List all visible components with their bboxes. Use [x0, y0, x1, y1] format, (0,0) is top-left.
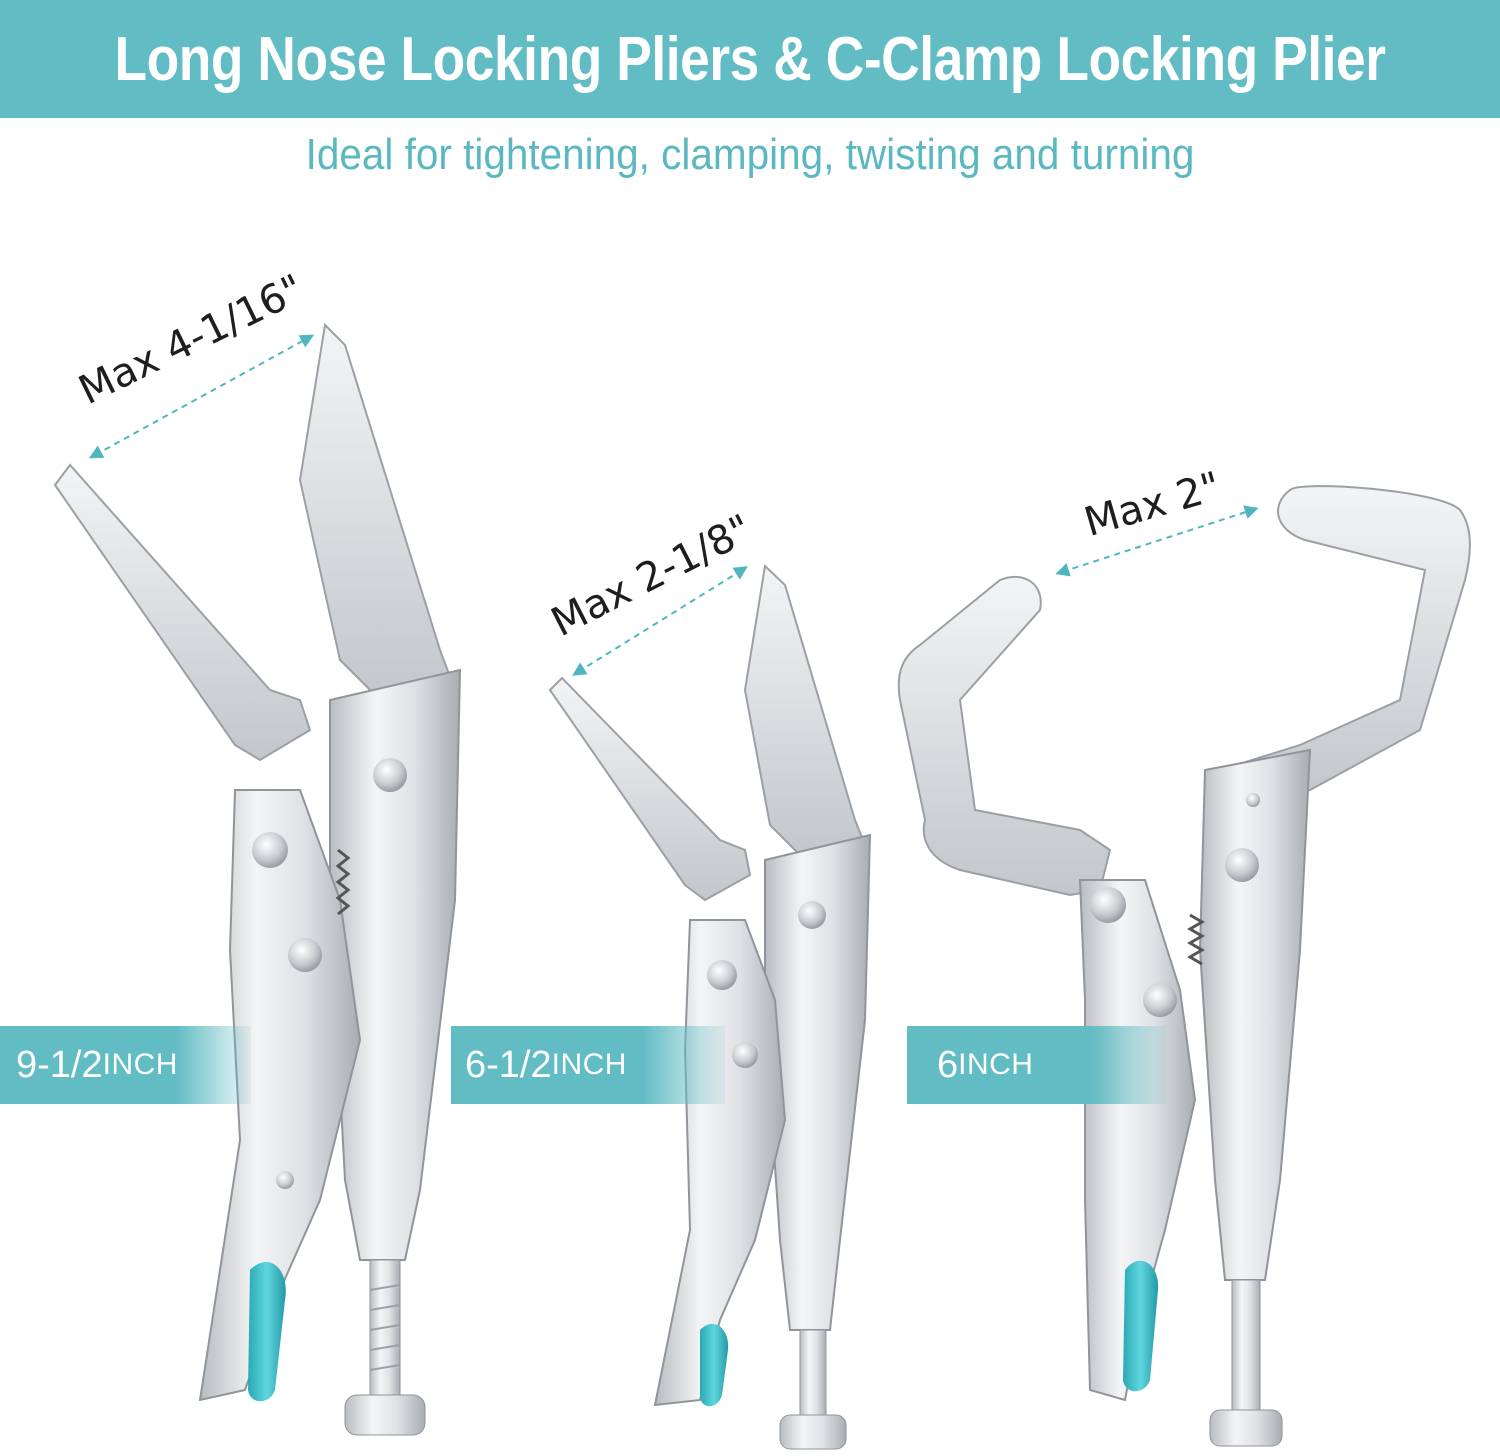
adjust-screw: [1231, 1279, 1261, 1421]
size-value: 6: [937, 1043, 959, 1086]
upper-jaw: [298, 322, 457, 702]
size-unit: INCH: [958, 1048, 1034, 1081]
release-lever-grip: [700, 1323, 729, 1407]
page-subtitle: Ideal for tightening, clamping, twisting…: [305, 130, 1195, 179]
size-unit: INCH: [102, 1048, 178, 1081]
page-title: Long Nose Locking Pliers & C-Clamp Locki…: [114, 24, 1386, 94]
adjust-knob: [344, 1394, 426, 1436]
release-lever-grip: [248, 1261, 286, 1402]
title-banner: Long Nose Locking Pliers & C-Clamp Locki…: [0, 0, 1500, 118]
lower-jaw: [53, 463, 312, 762]
fixed-handle: [1198, 748, 1312, 1281]
long-nose-locking-plier-small: [548, 563, 872, 1450]
size-value: 9-1/2: [16, 1043, 103, 1086]
upper-jaw: [743, 563, 867, 857]
long-nose-locking-plier-large: [53, 322, 462, 1436]
size-unit: INCH: [551, 1048, 627, 1081]
left-clamp-arm: [897, 575, 1112, 897]
c-clamp-locking-plier: [897, 485, 1471, 1447]
dimension-arrow-large: [88, 334, 315, 459]
lower-jaw: [548, 676, 752, 902]
right-clamp-arm: [1218, 485, 1471, 802]
adjust-screw: [799, 1329, 827, 1421]
adjust-knob: [779, 1414, 847, 1450]
dimension-arrow-clamp: [1055, 505, 1259, 577]
adjust-knob: [1209, 1409, 1283, 1447]
release-lever-grip: [1123, 1260, 1159, 1392]
size-value: 6-1/2: [465, 1043, 552, 1086]
